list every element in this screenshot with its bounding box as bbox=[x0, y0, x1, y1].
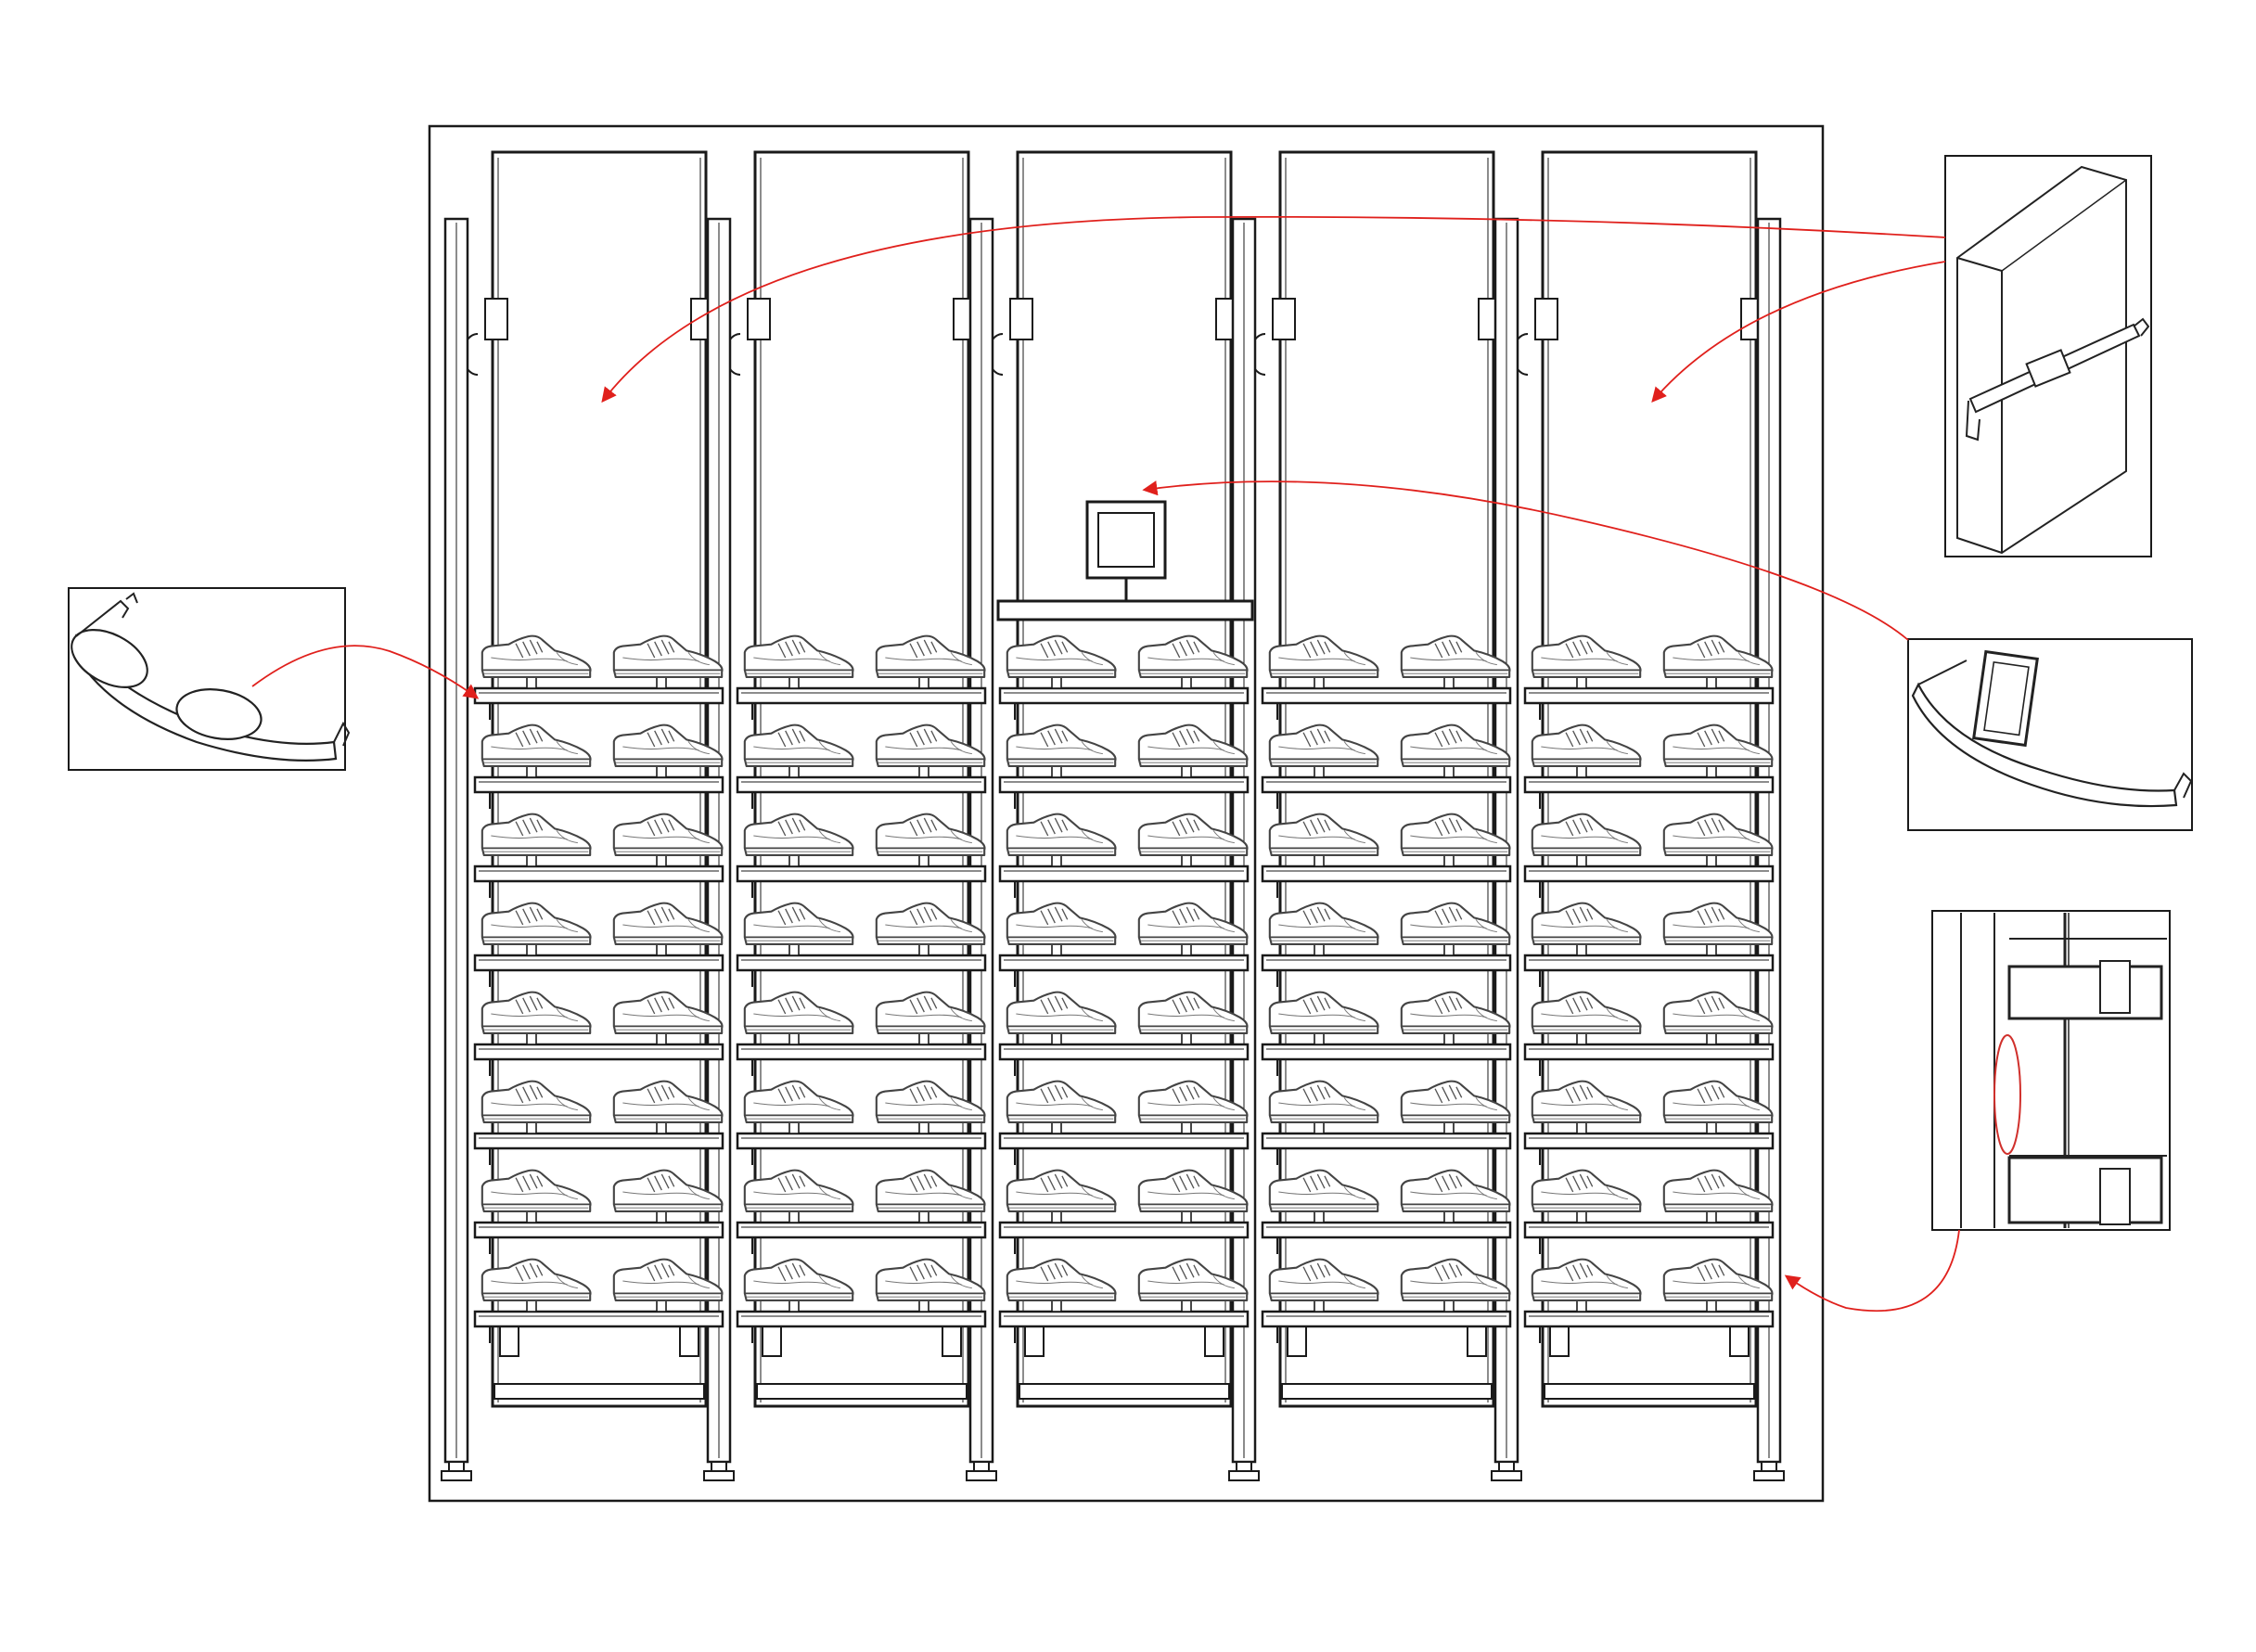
shelf-bay-3-row-2 bbox=[998, 760, 1250, 809]
arrow-to-bay-5-panel bbox=[1651, 261, 1946, 403]
slotted-upright-callout bbox=[1931, 910, 2171, 1231]
shelf-bay-2-row-8 bbox=[736, 1294, 987, 1343]
shelf-bay-3-row-4 bbox=[998, 938, 1250, 987]
slotted-upright-icon bbox=[1960, 913, 2167, 1228]
mount-tab bbox=[1272, 298, 1296, 340]
arrow-to-top-shelf bbox=[251, 645, 480, 699]
shelf-bay-4-row-7 bbox=[1261, 1205, 1512, 1254]
upright-1 bbox=[441, 217, 472, 1481]
shelves-layer bbox=[473, 671, 1775, 1343]
elevation-frame bbox=[428, 124, 1825, 1503]
shelf-bay-4-row-5 bbox=[1261, 1027, 1512, 1076]
base-rail bbox=[494, 1383, 705, 1400]
arrow-to-sign-frame bbox=[1142, 480, 1909, 641]
shelf-bay-1-row-8 bbox=[473, 1294, 724, 1343]
shelf-bay-4-row-4 bbox=[1261, 938, 1512, 987]
shelf-bay-4-row-6 bbox=[1261, 1116, 1512, 1165]
shelf-bay-4-row-8 bbox=[1261, 1294, 1512, 1343]
shelf-bay-2-row-3 bbox=[736, 849, 987, 898]
panel-with-bracket-icon bbox=[1956, 165, 2150, 555]
shelf-bay-1-row-6 bbox=[473, 1116, 724, 1165]
upright-2 bbox=[703, 217, 735, 1481]
base-rail bbox=[1019, 1383, 1230, 1400]
shelf-bay-5-row-6 bbox=[1523, 1116, 1775, 1165]
shelf-bay-5-row-8 bbox=[1523, 1294, 1775, 1343]
center-sign-frame bbox=[996, 500, 1254, 621]
sign-holder-bracket-callout bbox=[1907, 638, 2193, 831]
shelf-bay-5-row-2 bbox=[1523, 760, 1775, 809]
mount-tab bbox=[1009, 298, 1033, 340]
shelf-bay-4-row-3 bbox=[1261, 849, 1512, 898]
shelf-bay-2-row-2 bbox=[736, 760, 987, 809]
arrow-to-bay-1-panel bbox=[601, 215, 1946, 403]
callout-arrows bbox=[251, 215, 1960, 1313]
shoe-shelf-bracket-callout bbox=[68, 587, 351, 771]
base-rail bbox=[1281, 1383, 1493, 1400]
shelf-bay-3-row-3 bbox=[998, 849, 1250, 898]
shelf-bay-1-row-3 bbox=[473, 849, 724, 898]
base-rail bbox=[1544, 1383, 1755, 1400]
shelf-bay-2-row-4 bbox=[736, 938, 987, 987]
mount-tab bbox=[747, 298, 771, 340]
shelf-bay-2-row-7 bbox=[736, 1205, 987, 1254]
mount-tab bbox=[1534, 298, 1558, 340]
shelf-bay-4-row-1 bbox=[1261, 671, 1512, 720]
backing-panel-callout bbox=[1944, 155, 2152, 557]
arrow-to-bottom-shelf bbox=[1784, 1229, 1960, 1313]
shelf-bay-5-row-7 bbox=[1523, 1205, 1775, 1254]
shelf-bay-1-row-7 bbox=[473, 1205, 724, 1254]
shelf-bay-5-row-3 bbox=[1523, 849, 1775, 898]
shelf-bay-1-row-5 bbox=[473, 1027, 724, 1076]
shelf-bay-3-row-8 bbox=[998, 1294, 1250, 1343]
shelf-bay-3-row-6 bbox=[998, 1116, 1250, 1165]
shelf-bay-3-row-7 bbox=[998, 1205, 1250, 1254]
shelf-bay-2-row-5 bbox=[736, 1027, 987, 1076]
shelf-bay-3-row-5 bbox=[998, 1027, 1250, 1076]
curved-shoe-shelf-icon bbox=[70, 592, 351, 762]
shelf-bay-5-row-1 bbox=[1523, 671, 1775, 720]
shelf-bay-5-row-5 bbox=[1523, 1027, 1775, 1076]
shelf-bay-3-row-1 bbox=[998, 671, 1250, 720]
mount-tab bbox=[484, 298, 508, 340]
shelf-bay-5-row-4 bbox=[1523, 938, 1775, 987]
curved-bracket-with-sign-icon bbox=[1911, 649, 2193, 808]
base-rail bbox=[756, 1383, 968, 1400]
shelf-bay-1-row-2 bbox=[473, 760, 724, 809]
